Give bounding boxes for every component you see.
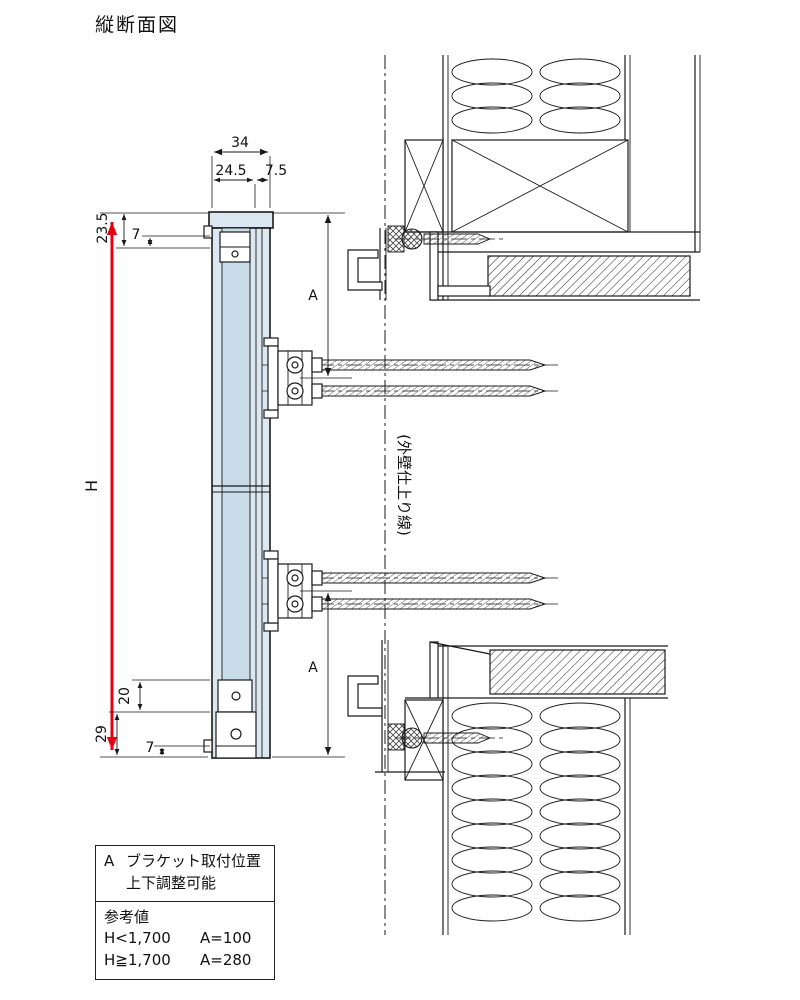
legend-ref-val: A=100 — [200, 929, 252, 948]
insulation-top — [451, 58, 621, 134]
head-board-section — [487, 255, 691, 297]
sill-board-section — [489, 649, 666, 695]
bracket-bottom — [262, 550, 560, 632]
legend-ref-val: A=280 — [200, 951, 252, 969]
mount-screw — [321, 359, 547, 371]
dimensions: 34 24.5 7.5 23.5 7 H A A — [82, 135, 352, 758]
wall-structure-top — [347, 55, 701, 301]
head-frame — [347, 225, 505, 301]
bracket-top — [262, 337, 560, 419]
height-dimension: H — [82, 222, 118, 750]
rail-inner-channel — [221, 227, 251, 759]
anchor-head-bottom — [401, 727, 423, 749]
legend-key: A — [104, 852, 115, 870]
mount-screw — [321, 572, 547, 584]
product-rail — [203, 211, 274, 759]
anchor-screw-top — [423, 233, 492, 245]
dim-width-right: 7.5 — [265, 163, 287, 179]
wall-structure-bottom — [347, 640, 668, 935]
legend-ref-title: 参考値 — [104, 907, 150, 926]
legend-line1: ブラケット取付位置 — [126, 852, 262, 870]
wall-finish-line: (外壁仕上り線) — [384, 55, 413, 935]
legend-table: A ブラケット取付位置 上下調整可能 参考値 H<1,700 A=100 H≧1… — [95, 845, 275, 980]
mount-screw — [321, 385, 547, 397]
legend-ref-cond: H<1,700 — [104, 929, 171, 948]
rail-top-cap — [208, 211, 274, 229]
mount-screw — [321, 598, 547, 610]
dim-top-small: 7 — [132, 227, 141, 243]
dim-bottom-cap: 29 — [94, 725, 110, 743]
wood-blocking-top — [404, 139, 629, 233]
sill-frame — [347, 640, 505, 773]
dim-bottom-small: 7 — [146, 740, 155, 756]
dim-bracket-pos-top: A — [308, 288, 318, 304]
page-title: 縦断面図 — [95, 14, 180, 36]
dim-bracket-pos-bottom: A — [308, 660, 318, 676]
anchor-screw-bottom — [423, 732, 492, 744]
dim-total-width: 34 — [231, 135, 249, 151]
anchor-head-top — [401, 228, 423, 250]
legend-line2: 上下調整可能 — [126, 873, 217, 892]
legend-reference: 参考値 H<1,700 A=100 H≧1,700 A=280 — [96, 902, 274, 979]
dim-width-left: 24.5 — [215, 163, 246, 179]
legend-bracket-note: A ブラケット取付位置 上下調整可能 — [96, 846, 274, 902]
wall-finish-line-label: (外壁仕上り線) — [395, 434, 413, 536]
legend-ref-cond: H≧1,700 — [104, 951, 171, 969]
dim-bottom-bracket: 20 — [117, 687, 133, 705]
dim-top-offset: 23.5 — [95, 212, 111, 243]
dim-height-label: H — [82, 480, 101, 492]
